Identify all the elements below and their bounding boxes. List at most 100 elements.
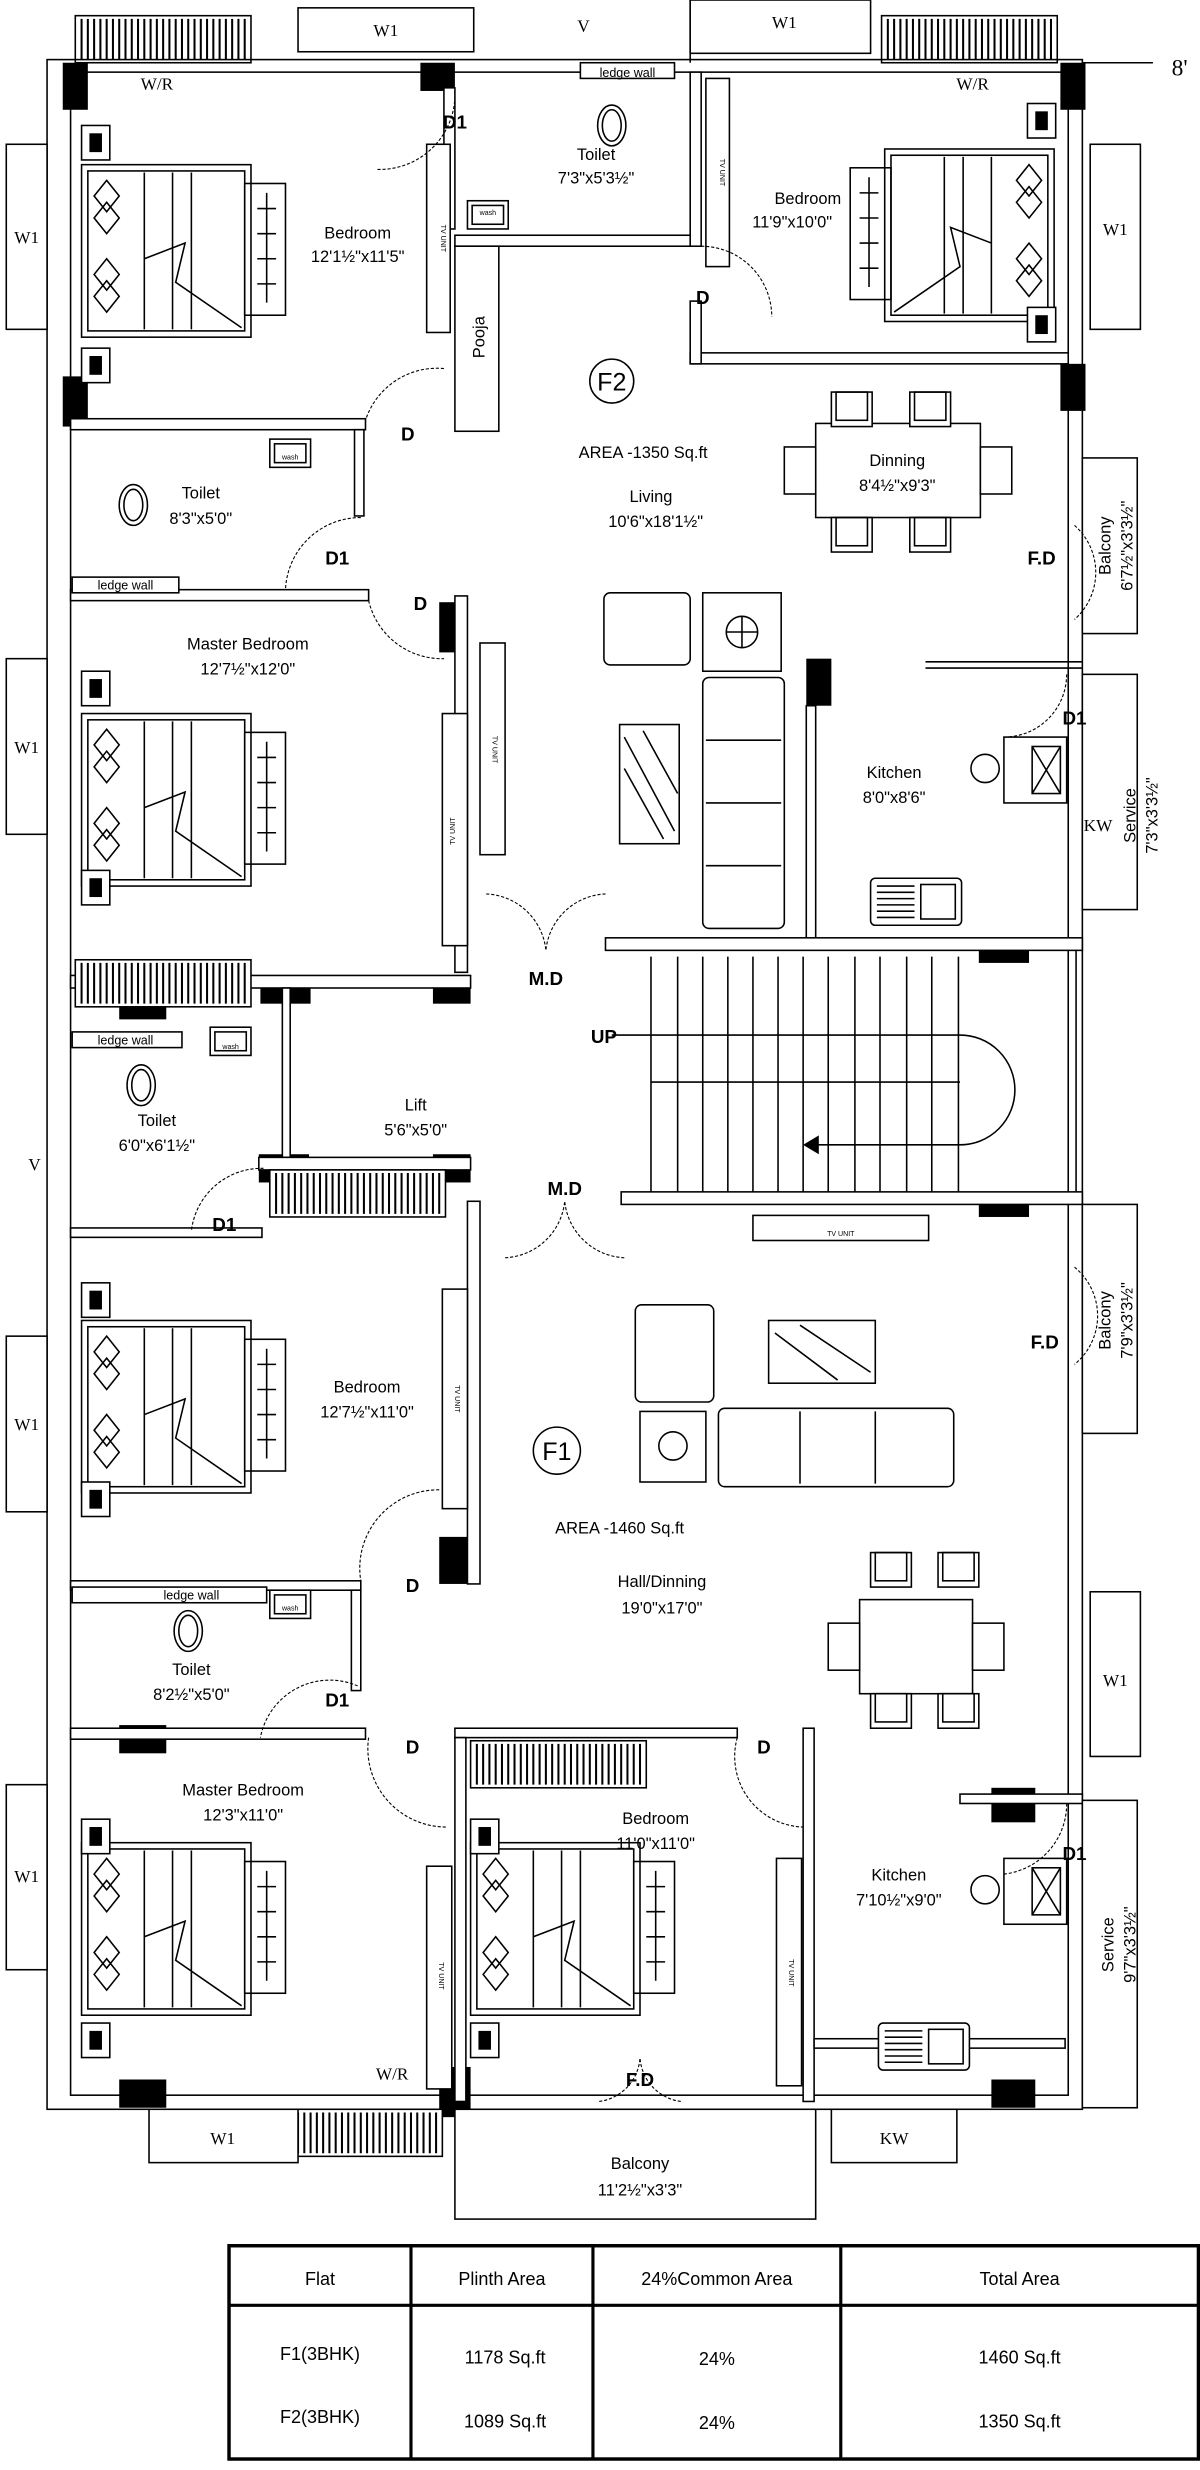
svg-text:7'10½"x9'0": 7'10½"x9'0" xyxy=(856,1891,942,1909)
flat-area-label: AREA -1350 Sq.ft xyxy=(579,444,708,462)
flat-marker-f2 xyxy=(589,358,635,404)
wardrobe-grill xyxy=(880,14,1059,64)
svg-text:Dinning: Dinning xyxy=(869,452,925,470)
svg-text:Toilet: Toilet xyxy=(172,1661,211,1679)
area-table: Flat Plinth Area 24%Common Area Total Ar… xyxy=(227,2244,1200,2461)
ventilator-label: V xyxy=(577,16,590,35)
door-label: D1 xyxy=(1062,708,1086,729)
wash-basin xyxy=(269,438,312,469)
toilet-seat xyxy=(126,1064,157,1107)
wardrobe-label: W/R xyxy=(956,74,989,93)
window-label: W1 xyxy=(14,738,39,757)
window-w1 xyxy=(5,657,48,836)
svg-text:Service: Service xyxy=(1100,1917,1118,1972)
bed xyxy=(80,1841,287,2016)
bed xyxy=(80,163,287,338)
svg-text:10'6"x18'1½": 10'6"x18'1½" xyxy=(608,513,703,531)
door-label: D1 xyxy=(212,1214,236,1235)
door-label: D xyxy=(757,1736,771,1757)
window-label: W1 xyxy=(14,228,39,247)
table-row: F2(3BHK) 1089 Sq.ft 24% 1350 Sq.ft xyxy=(280,2407,1061,2433)
svg-text:Bedroom: Bedroom xyxy=(334,1379,401,1397)
svg-text:Master Bedroom: Master Bedroom xyxy=(187,635,309,653)
svg-text:Balcony: Balcony xyxy=(611,2155,670,2173)
window-label: W1 xyxy=(373,21,398,40)
kitchen-stove xyxy=(970,736,1068,804)
balcony-f1 xyxy=(1081,1203,1139,1435)
kitchen-window-label: KW xyxy=(1084,816,1113,835)
wardrobe-grill xyxy=(268,1168,447,1218)
wardrobe-grill xyxy=(74,14,253,64)
door-label: D xyxy=(401,424,415,445)
dining-table-f1 xyxy=(827,1551,1005,1730)
window-w1-top-right xyxy=(689,0,872,55)
wardrobe-label: W/R xyxy=(376,2065,409,2084)
svg-text:Toilet: Toilet xyxy=(577,146,616,164)
door-label: F.D xyxy=(626,2069,654,2090)
door-label: D1 xyxy=(325,548,349,569)
door-swings xyxy=(190,90,1099,2103)
main-door-label: M.D xyxy=(547,1178,581,1199)
door-label: D1 xyxy=(443,112,467,133)
ledge-wall-label: ledge wall xyxy=(164,1589,220,1603)
svg-text:11'9"x10'0": 11'9"x10'0" xyxy=(752,213,832,231)
svg-text:TV UNIT: TV UNIT xyxy=(453,1385,460,1413)
svg-text:F2(3BHK): F2(3BHK) xyxy=(280,2407,360,2427)
svg-text:24%: 24% xyxy=(699,2349,735,2369)
svg-text:8'3"x5'0": 8'3"x5'0" xyxy=(169,510,232,528)
kitchen-window-label: KW xyxy=(880,2129,909,2148)
toilet-seat xyxy=(118,483,149,527)
svg-text:12'3"x11'0": 12'3"x11'0" xyxy=(203,1807,283,1825)
window-label: W1 xyxy=(210,2129,235,2148)
bed xyxy=(80,1319,287,1494)
svg-text:Kitchen: Kitchen xyxy=(867,764,922,782)
door-label: D1 xyxy=(1062,1843,1086,1864)
table-header: 24%Common Area xyxy=(641,2269,793,2289)
svg-text:8'0"x8'6": 8'0"x8'6" xyxy=(863,789,926,807)
svg-text:12'7½"x11'0": 12'7½"x11'0" xyxy=(320,1404,414,1422)
svg-text:Balcony: Balcony xyxy=(1097,516,1115,575)
wash-label: wash xyxy=(281,454,299,461)
kitchen-sink xyxy=(877,2022,971,2071)
svg-text:11'2½"x3'3": 11'2½"x3'3" xyxy=(598,2182,683,2200)
svg-text:1350 Sq.ft: 1350 Sq.ft xyxy=(979,2412,1061,2432)
svg-text:Bedroom: Bedroom xyxy=(324,224,391,242)
balcony-f2 xyxy=(1081,457,1139,635)
window-w1 xyxy=(1089,1590,1142,1758)
door-label: D xyxy=(406,1736,420,1757)
svg-text:TV UNIT: TV UNIT xyxy=(439,225,446,253)
sofa-set-f1 xyxy=(634,1304,955,1488)
dining-table-f2 xyxy=(783,391,1013,553)
svg-text:11'0"x11'0": 11'0"x11'0" xyxy=(616,1835,695,1853)
bed xyxy=(469,1841,676,2016)
svg-text:TV UNIT: TV UNIT xyxy=(787,1959,794,1987)
svg-text:Kitchen: Kitchen xyxy=(871,1866,926,1884)
svg-text:F1(3BHK): F1(3BHK) xyxy=(280,2344,360,2364)
svg-text:TV UNIT: TV UNIT xyxy=(450,817,457,845)
outer-wall xyxy=(46,58,1084,2111)
door-label: D1 xyxy=(325,1689,349,1710)
window-label: W1 xyxy=(14,1867,39,1886)
door-label: D xyxy=(696,287,710,308)
bed xyxy=(80,712,287,887)
staircase xyxy=(611,950,1077,1192)
wash-basin xyxy=(209,1026,252,1057)
svg-text:Lift: Lift xyxy=(405,1096,427,1114)
tv-units: TV UNIT TV UNIT TV UNIT TV UNIT TV UNIT … xyxy=(425,77,930,2090)
svg-text:Hall/Dinning: Hall/Dinning xyxy=(618,1573,707,1591)
svg-text:7'3"x3'3½": 7'3"x3'3½" xyxy=(1144,777,1162,854)
window-label: W1 xyxy=(1103,1671,1128,1690)
sofa-set-f2 xyxy=(603,592,786,930)
svg-text:6'0"x6'1½": 6'0"x6'1½" xyxy=(119,1137,196,1155)
door-label: F.D xyxy=(1031,1332,1059,1353)
svg-text:Living: Living xyxy=(629,488,672,506)
svg-text:12'1½"x11'5": 12'1½"x11'5" xyxy=(311,248,405,266)
toilet-seat xyxy=(596,104,627,147)
svg-text:TV UNIT: TV UNIT xyxy=(827,1231,855,1238)
svg-text:1178 Sq.ft: 1178 Sq.ft xyxy=(465,2347,546,2367)
kitchen-sink xyxy=(869,877,963,927)
balcony-f1-bottom xyxy=(454,2108,817,2220)
svg-text:Balcony: Balcony xyxy=(1097,1290,1115,1349)
